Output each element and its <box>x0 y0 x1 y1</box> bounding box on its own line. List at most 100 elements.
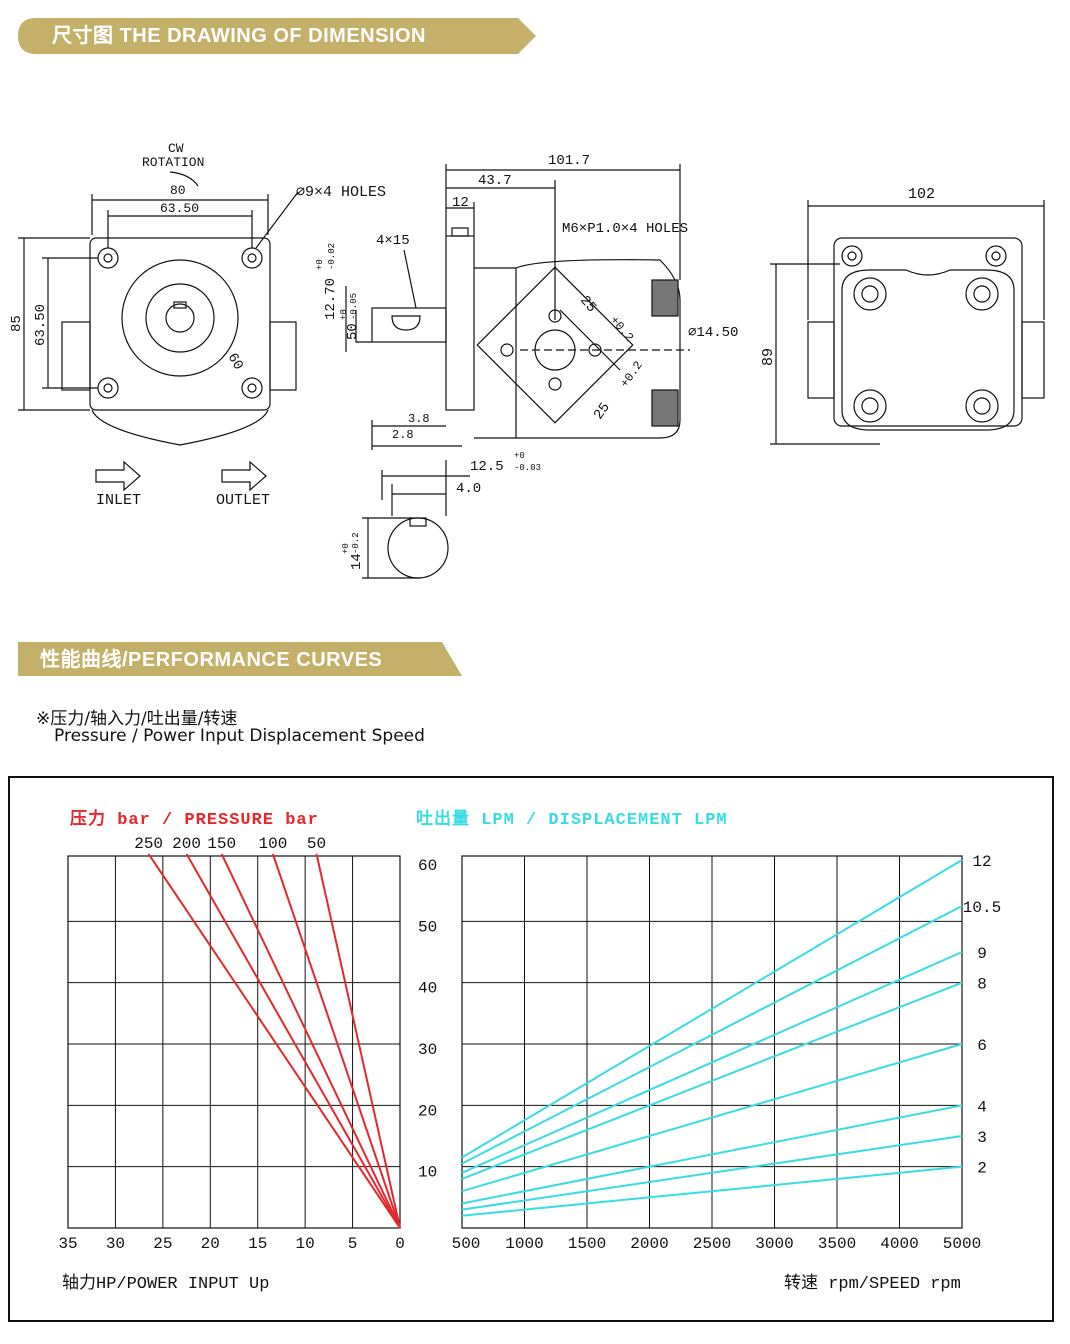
speed-tick-label: 1000 <box>505 1235 543 1253</box>
displacement-label-9: 9 <box>977 945 987 963</box>
performance-banner-shape <box>18 642 462 676</box>
dim-m6-holes: M6×P1.0×4 HOLES <box>562 221 688 237</box>
power-tick-label: 5 <box>348 1235 358 1253</box>
displacement-label-12: 12 <box>972 853 991 871</box>
power-tick-label: 25 <box>153 1235 172 1253</box>
pressure-line-250 <box>147 853 401 1229</box>
dim-43-7: 43.7 <box>478 173 512 189</box>
displacement-label-8: 8 <box>977 976 987 994</box>
displacement-line-4 <box>461 1104 963 1205</box>
dim-85: 85 <box>9 315 25 332</box>
pressure-label-100: 100 <box>258 835 287 853</box>
power-tick-label: 15 <box>248 1235 267 1253</box>
speed-tick-label: 2500 <box>693 1235 731 1253</box>
dim-12-70-tol-2: -0.02 <box>327 243 337 270</box>
speed-tick-label: 3000 <box>755 1235 793 1253</box>
dim-14-50: ⌀14.50 <box>688 325 738 341</box>
inlet-label: INLET <box>96 492 141 509</box>
dim-80: 80 <box>170 183 186 198</box>
displacement-line-2 <box>461 1165 963 1217</box>
note-cn: ※压力/轴入力/吐出量/转速 <box>36 709 238 729</box>
dim-25-lower-tol: +0.2 <box>618 359 646 391</box>
pressure-line-50 <box>315 853 401 1229</box>
y-tick-label: 40 <box>418 980 437 998</box>
y-tick-label: 20 <box>418 1102 437 1120</box>
pressure-line-100 <box>271 853 401 1229</box>
speed-tick-label: 2000 <box>630 1235 668 1253</box>
dim-60: 60 <box>224 351 246 374</box>
y-tick-label: 60 <box>418 857 437 875</box>
power-tick-label: 35 <box>58 1235 77 1253</box>
dim-holes: ⌀9×4 HOLES <box>296 184 386 201</box>
dim-12-5-tol-1: +0 <box>514 451 525 461</box>
dim-63-50-w: 63.50 <box>160 201 199 216</box>
dim-63-50-h: 63.50 <box>33 304 49 346</box>
y-tick-label: 10 <box>418 1164 437 1182</box>
speed-tick-label: 5000 <box>943 1235 981 1253</box>
header-banner-shape <box>18 18 536 54</box>
speed-axis-label: 转速 rpm/SPEED rpm <box>784 1273 961 1294</box>
dim-4x15: 4×15 <box>376 233 410 249</box>
dimension-drawing: CW ROTATION 80 63.50 ⌀9×4 HOLES 85 63.50… <box>9 141 1045 579</box>
dim-25-lower: 25 <box>591 400 614 423</box>
displacement-line-6 <box>461 1043 963 1193</box>
power-tick-label: 30 <box>106 1235 125 1253</box>
displacement-line-12 <box>461 859 963 1159</box>
dim-2-8: 2.8 <box>392 428 414 442</box>
performance-header: 性能曲线/PERFORMANCE CURVES <box>18 642 464 678</box>
dim-25-upper-tol: +0.2 <box>607 314 636 345</box>
dim-50-tol-2: -0.05 <box>349 293 359 320</box>
dim-12-5: 12.5 <box>470 459 504 475</box>
displacement-label-3: 3 <box>977 1129 987 1147</box>
pressure-line-200 <box>185 853 401 1229</box>
rotation-label-1: CW <box>168 141 184 156</box>
rear-view <box>770 200 1045 445</box>
displacement-title: 吐出量 LPM / DISPLACEMENT LPM <box>416 808 728 830</box>
performance-header-title: 性能曲线/PERFORMANCE CURVES <box>40 649 383 671</box>
speed-tick-label: 1500 <box>568 1235 606 1253</box>
y-tick-label: 50 <box>418 918 437 936</box>
pressure-label-200: 200 <box>172 835 201 853</box>
dim-14: 14 <box>349 553 365 570</box>
dim-12: 12 <box>452 195 469 211</box>
dim-12-70-tol-1: +0 <box>315 259 325 270</box>
dimension-header-title: 尺寸图 THE DRAWING OF DIMENSION <box>52 25 426 47</box>
power-grid-frame <box>67 855 401 1229</box>
speed-tick-label: 3500 <box>818 1235 856 1253</box>
dim-50-tol-1: +0 <box>339 309 349 320</box>
y-tick-label: 30 <box>418 1041 437 1059</box>
power-axis-label: 轴力HP/POWER INPUT Up <box>62 1273 269 1294</box>
speed-tick-label: 4000 <box>880 1235 918 1253</box>
dim-4-0: 4.0 <box>456 481 481 497</box>
pressure-label-250: 250 <box>134 835 163 853</box>
dim-89: 89 <box>760 348 777 366</box>
dim-25-upper: 25 <box>576 293 599 316</box>
power-tick-label: 20 <box>201 1235 220 1253</box>
performance-chart: 压力 bar / PRESSURE bar 吐出量 LPM / DISPLACEM… <box>8 776 1054 1322</box>
pressure-title: 压力 bar / PRESSURE bar <box>70 808 319 830</box>
rotation-label-2: ROTATION <box>142 155 204 170</box>
performance-chart-svg: 压力 bar / PRESSURE bar 吐出量 LPM / DISPLACEM… <box>58 808 1001 1294</box>
displacement-line-9 <box>461 951 963 1174</box>
displacement-label-2: 2 <box>977 1160 987 1178</box>
dim-14-tol-2: -0.2 <box>351 532 361 554</box>
power-tick-label: 10 <box>296 1235 315 1253</box>
pressure-label-50: 50 <box>307 835 326 853</box>
dim-102: 102 <box>908 186 935 203</box>
outlet-label: OUTLET <box>216 492 270 509</box>
speed-tick-label: 500 <box>452 1235 481 1253</box>
dim-14-tol-1: +0 <box>341 543 351 554</box>
displacement-line-10.5 <box>461 905 963 1165</box>
power-tick-label: 0 <box>395 1235 405 1253</box>
dim-12-5-tol-2: -0.03 <box>514 463 541 473</box>
displacement-label-6: 6 <box>977 1037 987 1055</box>
displacement-line-8 <box>461 981 963 1180</box>
pressure-label-150: 150 <box>207 835 236 853</box>
side-view <box>345 164 690 579</box>
dim-50: 50 <box>345 323 361 340</box>
note-en: Pressure / Power Input Displacement Spee… <box>54 726 425 746</box>
displacement-label-10.5: 10.5 <box>963 899 1001 917</box>
dimension-header: 尺寸图 THE DRAWING OF DIMENSION <box>18 18 538 54</box>
dim-101-7: 101.7 <box>548 153 590 169</box>
front-view <box>18 171 299 492</box>
